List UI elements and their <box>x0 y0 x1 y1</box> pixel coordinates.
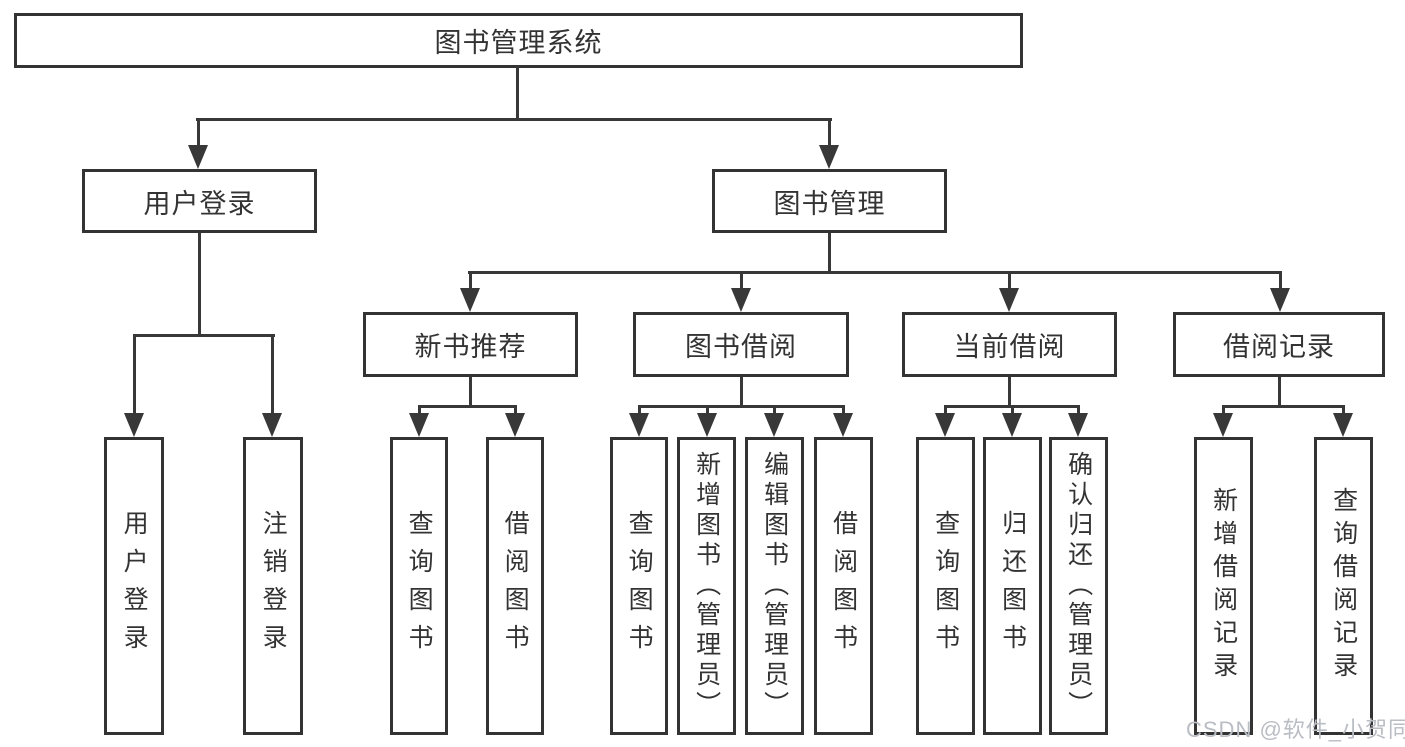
leaf-label: 查询图书 <box>931 510 960 662</box>
connector-line <box>828 233 831 273</box>
leaf-box-cb-return-book: 归还图书 <box>983 437 1042 735</box>
connector-line <box>1008 271 1011 291</box>
arrow-down-icon <box>188 145 208 169</box>
arrow-down-icon <box>124 413 144 437</box>
connector-line <box>638 405 845 408</box>
node-label: 图书借阅 <box>685 332 797 362</box>
connector-line <box>740 271 743 291</box>
connector-line <box>944 405 947 415</box>
leaf-box-cb-confirm-return-admin: 确认归还（管理员） <box>1049 437 1108 735</box>
connector-line <box>1077 405 1080 415</box>
arrow-down-icon <box>262 413 282 437</box>
leaf-box-bb-query-book: 查询图书 <box>610 437 668 735</box>
connector-line <box>773 405 776 415</box>
leaf-box-nb-query-book: 查询图书 <box>390 437 448 735</box>
arrow-down-icon <box>1213 413 1233 437</box>
connector-line <box>828 118 831 147</box>
arrow-down-icon <box>1002 413 1022 437</box>
node-box-user-login: 用户登录 <box>82 169 317 233</box>
node-box-book-borrow: 图书借阅 <box>633 312 849 377</box>
connector-line <box>1222 405 1225 415</box>
leaf-label: 归还图书 <box>998 510 1027 662</box>
node-label: 新书推荐 <box>414 332 527 362</box>
connector-line <box>514 405 517 415</box>
arrow-down-icon <box>1068 413 1088 437</box>
leaf-box-bb-borrow-book: 借阅图书 <box>814 437 873 735</box>
connector-line <box>1008 377 1011 407</box>
connector-line <box>271 334 274 415</box>
leaf-label: 用户登录 <box>120 510 149 662</box>
arrow-down-icon <box>764 413 784 437</box>
arrow-down-icon <box>409 413 429 437</box>
node-box-new-book-recommend: 新书推荐 <box>363 312 578 377</box>
node-box-current-borrow: 当前借阅 <box>902 312 1117 377</box>
connector-line <box>468 271 1281 274</box>
arrow-down-icon <box>999 288 1019 312</box>
arrow-down-icon <box>731 288 751 312</box>
node-label: 用户登录 <box>143 188 256 219</box>
connector-line <box>1222 405 1345 408</box>
connector-line <box>638 405 641 415</box>
leaf-label: 新增图书（管理员） <box>692 451 721 721</box>
node-box-borrow-record: 借阅记录 <box>1173 312 1385 377</box>
leaf-box-logout: 注销登录 <box>243 437 303 735</box>
leaf-label: 新增借阅记录 <box>1209 487 1238 685</box>
leaf-box-br-query-record: 查询借阅记录 <box>1314 437 1373 735</box>
leaf-label: 注销登录 <box>259 510 288 662</box>
arrow-down-icon <box>819 145 839 169</box>
node-label: 当前借阅 <box>953 332 1066 362</box>
leaf-label: 编辑图书（管理员） <box>760 451 789 721</box>
leaf-label: 查询图书 <box>405 510 434 662</box>
leaf-label: 借阅图书 <box>829 510 858 662</box>
leaf-box-nb-borrow-book: 借阅图书 <box>486 437 544 735</box>
connector-line <box>740 377 743 407</box>
connector-line <box>1342 405 1345 415</box>
leaf-box-user-login: 用户登录 <box>104 437 164 735</box>
connector-line <box>1011 405 1014 415</box>
connector-line <box>133 334 136 415</box>
leaf-label: 查询借阅记录 <box>1329 487 1358 685</box>
connector-line <box>706 405 709 415</box>
leaf-box-br-add-record: 新增借阅记录 <box>1194 437 1253 735</box>
connector-line <box>133 334 275 337</box>
leaf-label: 确认归还（管理员） <box>1064 451 1093 721</box>
csdn-watermark: CSDN @软件_小贺同学 <box>1186 717 1405 742</box>
leaf-label: 借阅图书 <box>501 510 530 662</box>
arrow-down-icon <box>1333 413 1353 437</box>
connector-line <box>469 377 472 407</box>
connector-line <box>469 271 472 291</box>
node-box-library-system: 图书管理系统 <box>14 13 1023 68</box>
connector-line <box>1279 271 1282 291</box>
arrow-down-icon <box>833 413 853 437</box>
connector-line <box>516 66 519 120</box>
arrow-down-icon <box>1270 288 1290 312</box>
connector-line <box>197 118 200 147</box>
arrow-down-icon <box>629 413 649 437</box>
arrow-down-icon <box>935 413 955 437</box>
connector-line <box>1278 377 1281 407</box>
connector-line <box>418 405 421 415</box>
connector-line <box>842 405 845 415</box>
arrow-down-icon <box>460 288 480 312</box>
node-box-book-management: 图书管理 <box>712 169 947 233</box>
node-label: 图书管理系统 <box>434 28 603 58</box>
leaf-box-bb-edit-book-admin: 编辑图书（管理员） <box>745 437 804 735</box>
node-label: 图书管理 <box>773 188 886 219</box>
leaf-box-bb-add-book-admin: 新增图书（管理员） <box>677 437 736 735</box>
connector-line <box>196 118 832 121</box>
connector-line <box>418 405 517 408</box>
connector-line <box>198 233 201 336</box>
leaf-box-cb-query-book: 查询图书 <box>916 437 975 735</box>
arrow-down-icon <box>505 413 525 437</box>
arrow-down-icon <box>697 413 717 437</box>
leaf-label: 查询图书 <box>625 510 654 662</box>
node-label: 借阅记录 <box>1223 332 1335 362</box>
